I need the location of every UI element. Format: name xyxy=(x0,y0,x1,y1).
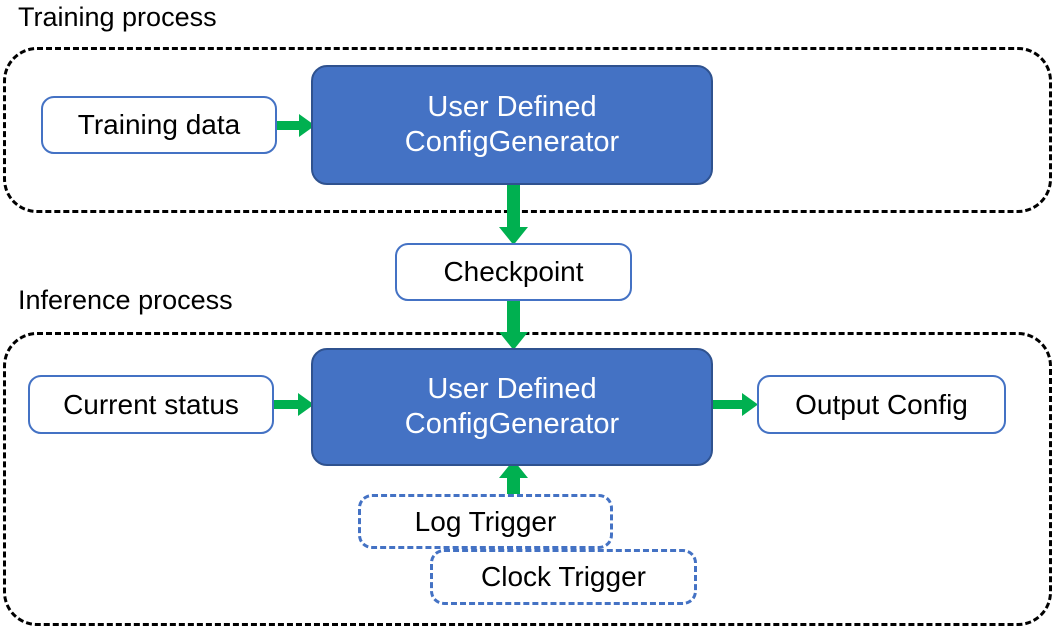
arrow-checkpoint-to-process xyxy=(496,298,531,352)
inference-process-container xyxy=(3,332,1052,626)
training-process-container xyxy=(3,47,1052,213)
training-config-generator-box[interactable]: User Defined ConfigGenerator xyxy=(311,65,713,185)
inference-process-title: Inference process xyxy=(18,285,233,315)
clock-trigger-box[interactable]: Clock Trigger xyxy=(430,549,697,605)
log-trigger-box[interactable]: Log Trigger xyxy=(358,494,613,549)
inference-config-generator-line1: User Defined xyxy=(427,372,597,405)
arrow-process-to-output-config xyxy=(712,387,760,422)
training-process-title: Training process xyxy=(18,2,217,32)
arrow-training-data-to-process xyxy=(277,108,317,143)
training-data-box[interactable]: Training data xyxy=(41,96,277,154)
arrow-process-to-checkpoint xyxy=(496,183,531,247)
inference-config-generator-line2: ConfigGenerator xyxy=(404,408,620,440)
inference-config-generator-box[interactable]: User Defined ConfigGenerator xyxy=(311,348,713,466)
arrow-current-status-to-process xyxy=(274,387,316,422)
output-config-box[interactable]: Output Config xyxy=(757,375,1006,434)
training-config-generator-line2: ConfigGenerator xyxy=(404,126,620,158)
arrow-trigger-to-process xyxy=(496,460,531,502)
current-status-box[interactable]: Current status xyxy=(28,375,274,434)
checkpoint-box[interactable]: Checkpoint xyxy=(395,243,632,301)
training-config-generator-line1: User Defined xyxy=(427,90,597,123)
